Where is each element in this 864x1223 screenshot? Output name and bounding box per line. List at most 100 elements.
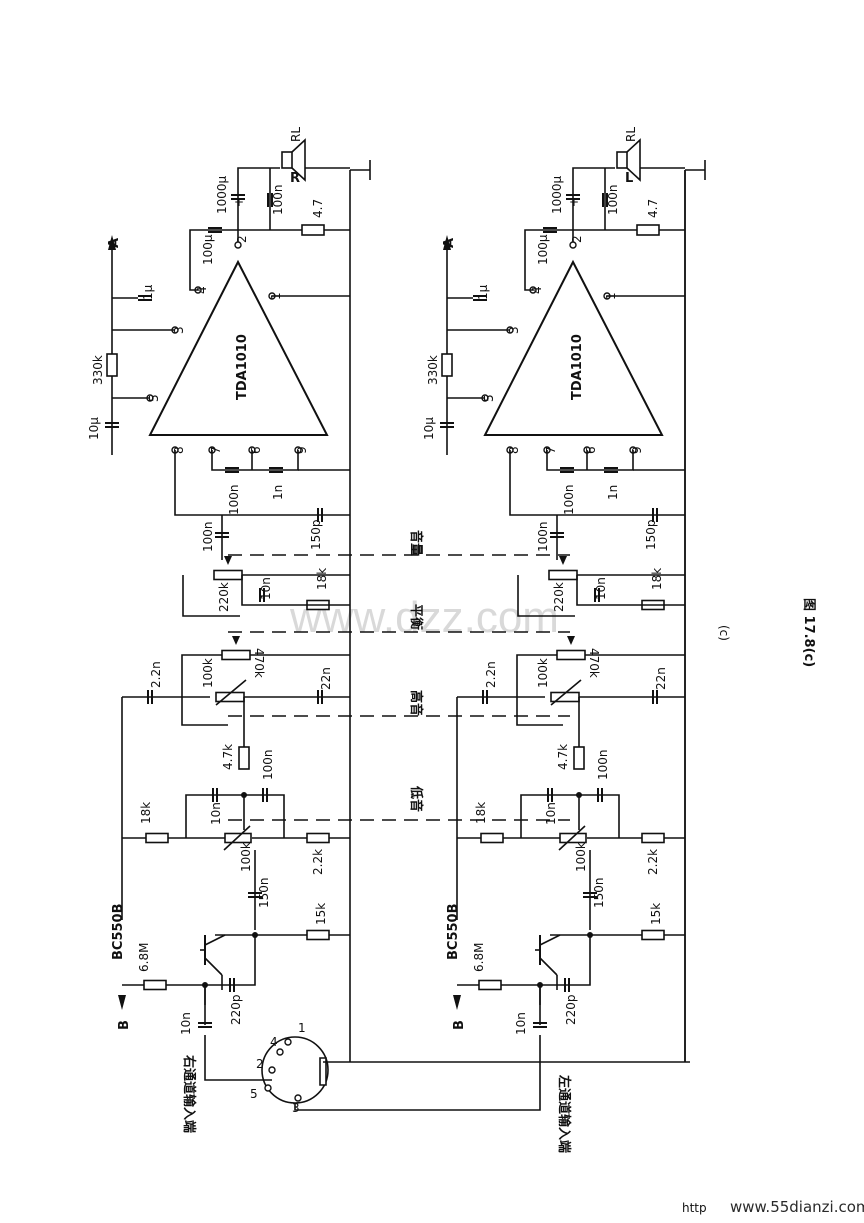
cap-1000u: 1000μ <box>215 175 229 214</box>
ic-pin-number: 2 <box>570 235 584 243</box>
wire <box>174 450 350 516</box>
res-4.7: 4.7 <box>311 199 325 218</box>
res-18k: 18k <box>139 802 153 824</box>
figure-caption: 图 17.8(c) <box>801 598 816 667</box>
supply-label: A <box>107 238 122 248</box>
resistor <box>301 224 325 236</box>
wire <box>244 794 285 838</box>
res-6.8M: 6.8M <box>472 943 486 972</box>
cap-100n: 100n <box>536 521 550 552</box>
transistor-label: BC550B <box>111 904 126 961</box>
cap-10n: 10n <box>514 1012 528 1035</box>
wire <box>211 450 299 471</box>
resistor <box>641 929 665 941</box>
cap-220p: 220p <box>564 994 578 1025</box>
wire <box>546 450 634 471</box>
resistor <box>556 649 586 661</box>
ic-pin-number: 3 <box>172 326 186 334</box>
speaker-cone <box>291 138 306 182</box>
speaker-label: L <box>625 171 633 186</box>
wire <box>182 575 240 617</box>
cap-1n: 1n <box>606 485 620 500</box>
terminal-pin <box>264 1084 272 1092</box>
arrow-icon <box>443 235 451 250</box>
pot-220k: 220k <box>552 582 566 612</box>
supply-label: A <box>442 238 457 248</box>
resistor <box>213 569 243 581</box>
watermark: www.dzz.com <box>289 593 559 642</box>
wiper-arrow <box>559 556 567 565</box>
resistor <box>641 832 665 844</box>
cap-150p: 150p <box>309 519 323 550</box>
res-4.7k: 4.7k <box>556 744 570 770</box>
cap-100u: 100μ <box>201 234 215 265</box>
resistor <box>480 832 504 844</box>
cap-150p: 150p <box>644 519 658 550</box>
connector-pin-4: 4 <box>270 1035 278 1049</box>
terminal-pin <box>284 1038 292 1046</box>
transistor-label: BC550B <box>446 904 461 961</box>
speaker-label: R <box>290 171 300 186</box>
cap-10n: 10n <box>544 802 558 825</box>
resistor <box>221 649 251 661</box>
wire <box>572 167 615 242</box>
wire <box>517 575 575 617</box>
cap-100n: 100n <box>596 749 610 780</box>
wire <box>524 229 573 291</box>
res-4.7k: 4.7k <box>221 744 235 770</box>
ic-name: TDA1010 <box>235 334 250 400</box>
pot-arrow <box>223 825 251 851</box>
wire <box>181 654 228 726</box>
bias-label: B <box>117 1020 132 1030</box>
cap-100n: 100n <box>562 484 576 515</box>
resistor <box>306 929 330 941</box>
pot-arrow <box>558 825 586 851</box>
wiper-arrow <box>224 556 232 565</box>
res-18k: 18k <box>650 568 664 590</box>
cap-10n: 10n <box>209 802 223 825</box>
speaker-cone <box>626 138 641 182</box>
wiper-arrow <box>567 636 575 645</box>
cap-22n: 22n <box>654 667 668 690</box>
transistor-leads <box>204 934 226 976</box>
ic-pin-number: 4 <box>530 286 544 294</box>
cap-220p: 220p <box>229 994 243 1025</box>
cap-2.2n: 2.2n <box>149 661 163 688</box>
pot-470k: 470k <box>252 648 266 678</box>
resistor <box>106 353 118 377</box>
ic-name: TDA1010 <box>570 334 585 400</box>
wire <box>520 794 579 838</box>
label-volume: 音量 <box>408 530 424 556</box>
res-18k: 18k <box>474 802 488 824</box>
connector-pin-1: 1 <box>298 1021 306 1035</box>
wire <box>579 794 620 838</box>
cap-100n: 100n <box>606 184 620 215</box>
cap-100n: 100n <box>201 521 215 552</box>
cap-10n: 10n <box>259 577 273 600</box>
wire <box>205 935 256 986</box>
ic-tda1010 <box>483 259 664 436</box>
wire <box>540 935 591 986</box>
cap-100n: 100n <box>271 184 285 215</box>
pot-470k: 470k <box>587 648 601 678</box>
res-6.8M: 6.8M <box>137 943 151 972</box>
label-treble: 高音 <box>408 690 424 716</box>
footer-http: http <box>682 1201 707 1215</box>
ic-pin-number: 6 <box>584 446 598 454</box>
input-left-label: 左通道输入端 <box>556 1075 572 1153</box>
resistor <box>548 569 578 581</box>
bias-label: B <box>452 1020 467 1030</box>
res-330k: 330k <box>426 355 440 385</box>
cap-10u: 10μ <box>422 417 436 440</box>
ic-pin-number: 9 <box>630 446 644 454</box>
input-right-label: 右通道输入端 <box>181 1054 197 1133</box>
resistor <box>636 224 660 236</box>
pot-100k: 100k <box>536 658 550 688</box>
pot-arrow <box>550 679 582 706</box>
ic-pin-number: 8 <box>507 446 521 454</box>
cap-1n: 1n <box>271 485 285 500</box>
